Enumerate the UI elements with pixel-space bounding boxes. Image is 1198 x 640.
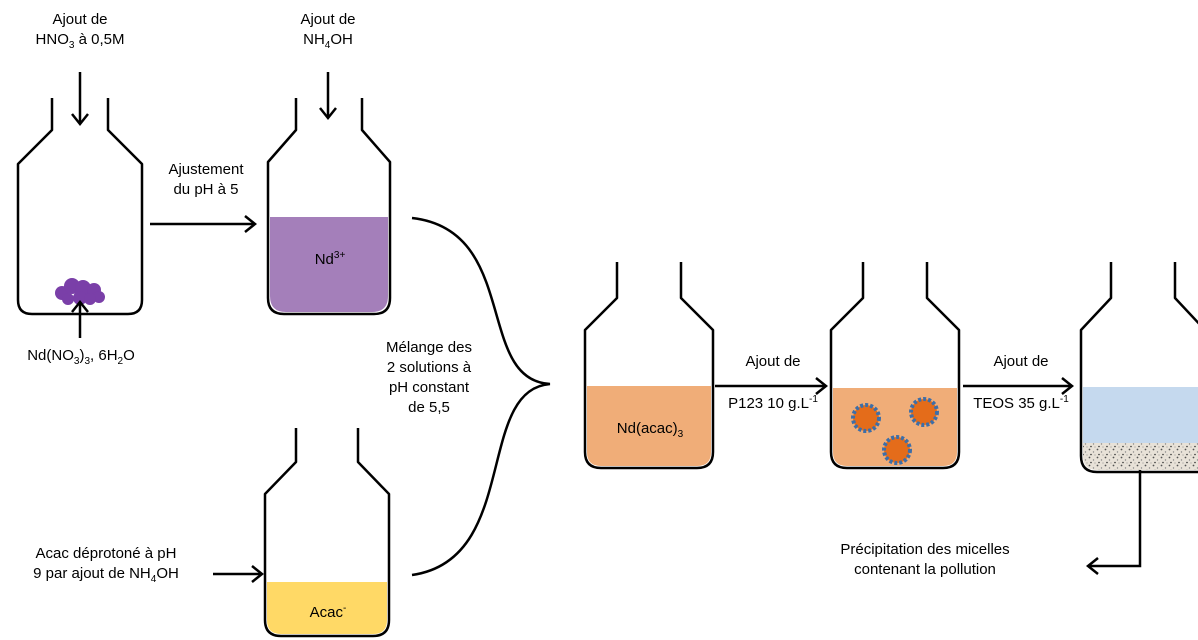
arrow-down-hno3 (71, 72, 89, 127)
acac-ion-label: Acac- (309, 603, 347, 622)
flask-acac (263, 428, 391, 638)
flask-precipitate (1079, 262, 1198, 474)
flask-nd-salt (16, 98, 144, 316)
arrow-add-p123 (715, 377, 829, 395)
nd-acac-label: Nd(acac)3 (616, 420, 684, 440)
ph-adjust-label: Ajustement du pH à 5 (168, 161, 244, 198)
precipitation-label: Précipitation des micelles contenant la … (840, 541, 1010, 578)
mixing-brace (411, 216, 551, 577)
acac-prep-label: Acac déprotoné à pH 9 par ajout de NH4OH (33, 545, 179, 585)
arrow-down-nh4oh (319, 72, 337, 121)
flask-nd-ion (266, 98, 392, 316)
micelle-icon (882, 435, 912, 465)
add-teos-label: Ajout de TEOS 35 g.L-1 (973, 353, 1069, 412)
arrow-precipitation (1085, 470, 1142, 575)
flask-micelles (829, 262, 961, 470)
arrow-up-nd-salt (71, 299, 89, 338)
nd-salt-label: Nd(NO3)3, 6H2O (27, 347, 135, 367)
arrow-acac-prep (213, 565, 265, 583)
add-hno3-label: Ajout de HNO3 à 0,5M (35, 11, 125, 51)
arrow-add-teos (963, 377, 1075, 395)
add-nh4oh-label: Ajout de NH4OH (300, 11, 356, 51)
mixing-label: Mélange des 2 solutions à pH constant de… (386, 339, 472, 416)
add-p123-label: Ajout de P123 10 g.L-1 (728, 353, 818, 412)
arrow-ph-adjust (150, 215, 258, 233)
micelle-icon (909, 397, 939, 427)
nd-ion-label: Nd3+ (314, 250, 346, 269)
flask-nd-acac (583, 262, 715, 470)
micelle-icon (851, 403, 881, 433)
nd-salt-solid-icon (55, 278, 105, 305)
